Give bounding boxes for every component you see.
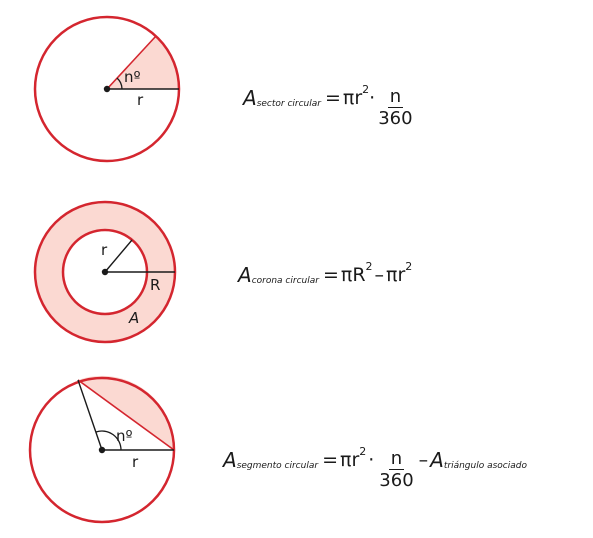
- sector-figure: nº r: [33, 15, 181, 163]
- sector-angle-arc: [116, 77, 123, 90]
- segment-formula-triangle-subscript: triángulo asociado: [443, 460, 527, 471]
- sector-radius-label: r: [137, 91, 144, 109]
- corona-formula-R: R: [352, 263, 366, 286]
- sector-center-dot: [103, 85, 111, 93]
- segment-formula-numerator: n: [388, 448, 405, 470]
- segment-formula-minus: –: [418, 448, 429, 471]
- segment-chord-line: [77, 379, 175, 451]
- sector-formula-fraction: n 360: [378, 88, 412, 128]
- sector-formula-dot: ·: [369, 86, 376, 109]
- sector-formula-area-symbol: A: [243, 86, 257, 110]
- corona-formula-pi-1: π: [340, 263, 353, 286]
- segment-formula-fraction: n 360: [379, 450, 413, 490]
- segment-angle-label: nº: [116, 427, 133, 445]
- segment-formula-denominator: 360: [379, 470, 414, 491]
- sector-shaded-region: [107, 36, 180, 89]
- segment-formula: A segmento circular = π r 2 · n 360 – A …: [223, 440, 529, 490]
- segment-formula-area-symbol: A: [223, 448, 237, 472]
- corona-formula-subscript: corona circular: [251, 275, 319, 286]
- corona-formula-minus: –: [374, 263, 385, 286]
- sector-formula-r: r: [354, 86, 363, 109]
- segment-formula-pi: π: [339, 448, 352, 471]
- segment-formula-r: r: [351, 448, 360, 471]
- segment-figure: nº r: [28, 375, 176, 524]
- sector-formula-numerator: n: [387, 86, 404, 108]
- corona-formula-equals: =: [322, 263, 339, 286]
- segment-radius-label: r: [132, 453, 139, 471]
- corona-outer-radius-label: R: [150, 276, 160, 294]
- sector-formula-denominator: 360: [378, 108, 413, 129]
- segment-angle-arc: [95, 430, 122, 451]
- segment-radius-line-upper: [77, 379, 103, 451]
- segment-formula-dot: ·: [368, 448, 375, 471]
- sector-angle-label: nº: [124, 68, 141, 86]
- segment-formula-equals: =: [322, 448, 338, 471]
- corona-formula-pi-2: π: [386, 263, 398, 286]
- corona-area-label: A: [128, 309, 139, 327]
- segment-center-dot: [98, 446, 106, 454]
- sector-edge-line: [106, 35, 157, 90]
- corona-formula-exponent-1: 2: [365, 259, 373, 273]
- corona-formula: A corona circular = π R 2 – π r 2: [238, 261, 412, 287]
- segment-shaded-region: [78, 375, 175, 450]
- segment-formula-triangle-area-symbol: A: [430, 448, 444, 472]
- corona-inner-radius-line: [104, 239, 133, 273]
- sector-formula-exponent: 2: [362, 82, 370, 96]
- segment-formula-subscript: segmento circular: [236, 460, 319, 471]
- corona-formula-area-symbol: A: [238, 263, 252, 287]
- corona-formula-r: r: [397, 263, 406, 286]
- segment-formula-exponent: 2: [359, 444, 367, 458]
- corona-center-dot: [101, 268, 109, 276]
- sector-formula-pi: π: [342, 86, 355, 109]
- corona-formula-exponent-2: 2: [405, 259, 413, 273]
- sector-formula-equals: =: [324, 86, 341, 109]
- corona-inner-radius-label: r: [101, 241, 108, 259]
- sector-formula: A sector circular = π r 2 · n 360: [243, 78, 416, 128]
- sector-formula-subscript: sector circular: [256, 98, 321, 109]
- corona-figure: r R A: [33, 200, 177, 344]
